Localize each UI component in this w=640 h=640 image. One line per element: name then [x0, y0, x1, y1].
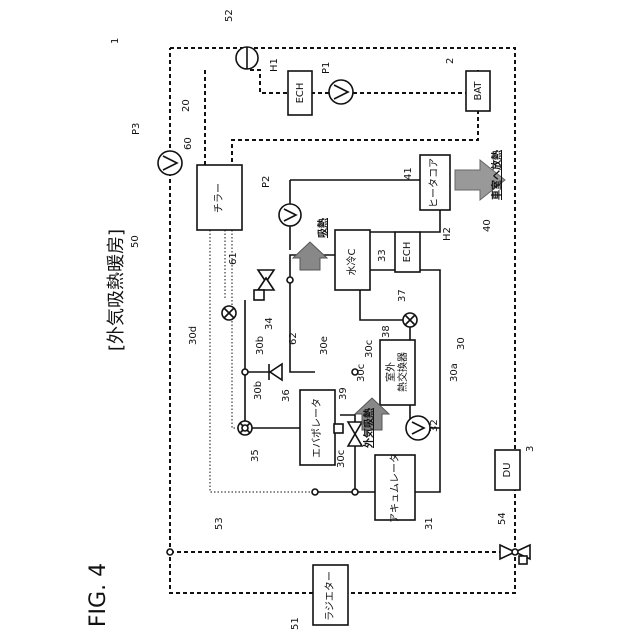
- ref-52: 52: [224, 9, 235, 22]
- ref-p1: P1: [321, 62, 332, 74]
- ref-38: 38: [381, 325, 392, 338]
- ref-60: 60: [183, 137, 194, 150]
- pump-52: [236, 47, 258, 69]
- ref-61: 61: [228, 252, 239, 265]
- heater-core-label: ヒータコア: [428, 158, 440, 208]
- ref-2: 2: [445, 58, 456, 64]
- ref-31: 31: [424, 517, 435, 530]
- figure-heading: [外気吸熱暖房]: [106, 229, 127, 351]
- ref-32: 32: [429, 419, 440, 432]
- chiller: チラー: [197, 165, 242, 230]
- accumulator: アキュムレータ: [375, 453, 415, 523]
- ref-30b-2: 30b: [253, 381, 264, 400]
- heater-core: ヒータコア: [420, 155, 450, 210]
- outside-absorb-label: 外気吸熱: [362, 408, 375, 449]
- ref-30b-1: 30b: [255, 336, 266, 355]
- heat-absorb-arrow: [293, 242, 327, 270]
- ref-30d: 30d: [188, 326, 199, 345]
- to-cabin-label: 車室へ放熱: [490, 150, 503, 200]
- ref-37: 37: [397, 289, 408, 302]
- radiator-label: ラジエター: [324, 571, 336, 621]
- ref-30c-1: 30c: [364, 340, 375, 358]
- ref-39: 39: [338, 387, 349, 400]
- coolant-loop-50: [170, 48, 515, 593]
- ref-30a: 30a: [449, 363, 460, 382]
- ref-h1: H1: [269, 58, 280, 72]
- ref-3: 3: [525, 446, 536, 452]
- ref-35: 35: [250, 449, 261, 462]
- accumulator-label: アキュムレータ: [389, 453, 401, 523]
- evaporator-label: エバポレータ: [311, 398, 323, 458]
- pump-p1: [329, 80, 353, 104]
- expansion-valve-61: [222, 306, 236, 320]
- ech-h2-heater: ECH: [395, 232, 420, 272]
- ref-51: 51: [290, 617, 301, 630]
- water-cooled-c-label: 水冷C: [345, 248, 358, 275]
- ech-h1-label: ECH: [295, 83, 306, 104]
- solenoid-valve-39: [334, 422, 362, 446]
- refrigerant-circuit-30: [245, 180, 440, 492]
- pump-p3: [158, 151, 182, 175]
- ech-h1-heater: ECH: [288, 71, 312, 115]
- figure-title: FIG. 4: [86, 563, 111, 627]
- ech-h2-label: ECH: [402, 242, 413, 263]
- ref-h2: H2: [442, 227, 453, 241]
- ref-41: 41: [403, 167, 414, 180]
- battery-label: BAT: [473, 81, 484, 101]
- check-valve-62: [269, 364, 282, 380]
- radiator: ラジエター: [313, 565, 348, 625]
- ref-p2: P2: [261, 176, 272, 188]
- ref-50: 50: [130, 235, 141, 248]
- ref-1: 1: [110, 38, 121, 44]
- ref-30e: 30e: [319, 336, 330, 355]
- ref-36: 36: [281, 389, 292, 402]
- ref-20: 20: [181, 99, 192, 112]
- ref-40: 40: [482, 219, 493, 232]
- pump-p2: [279, 204, 301, 226]
- battery: BAT: [466, 71, 490, 111]
- ref-53: 53: [214, 517, 225, 530]
- ref-30c-2: 30c: [356, 364, 367, 382]
- ref-34: 34: [264, 317, 275, 330]
- water-cooled-condenser: 水冷C: [335, 230, 370, 290]
- ref-p3: P3: [131, 123, 142, 135]
- du-label: DU: [502, 462, 513, 477]
- chiller-label: チラー: [213, 183, 225, 213]
- outdoor-heat-exchanger: 室外熱交換器: [380, 340, 415, 405]
- evaporator: エバポレータ: [300, 390, 335, 465]
- solenoid-valve-34: [254, 270, 274, 300]
- compressor: [406, 416, 430, 440]
- ref-54: 54: [497, 512, 508, 525]
- ref-30c-3: 30c: [336, 450, 347, 468]
- coolant-junction-right: [512, 549, 518, 555]
- expansion-valve-37: [403, 313, 417, 327]
- absorb-heat-label: 吸熱: [316, 218, 329, 238]
- drive-unit: DU: [495, 450, 520, 490]
- ref-30: 30: [456, 337, 467, 350]
- coolant-junction-left: [167, 549, 173, 555]
- ref-33: 33: [377, 249, 388, 262]
- ref-62: 62: [288, 332, 299, 345]
